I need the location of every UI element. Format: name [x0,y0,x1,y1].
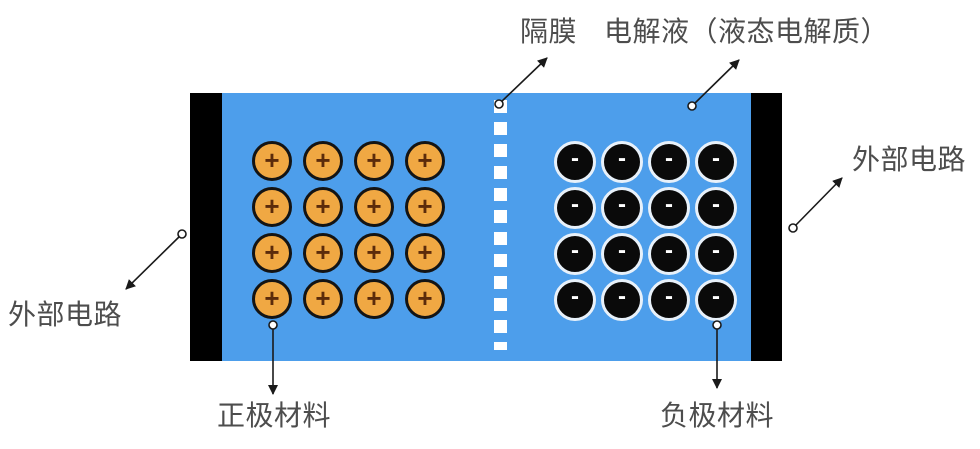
external-circuit-right-label: 外部电路 [852,144,967,175]
negative-ion: - [695,187,737,229]
negative-ion-symbol: - [665,237,673,264]
positive-ion-symbol: + [417,145,433,175]
positive-ion: + [303,187,343,227]
positive-ion: + [354,141,394,181]
positive-ion-symbol: + [264,191,280,221]
positive-ion-symbol: + [315,145,331,175]
negative-ion-symbol: - [618,237,626,264]
battery-cell: + + + + + + + + + + + + + + + + - - - - - - - - - - - - - - - - [190,93,782,361]
positive-ion-symbol: + [417,283,433,313]
negative-ion: - [648,233,690,275]
positive-ion: + [252,233,292,273]
positive-current-collector [190,93,222,361]
positive-ion: + [303,233,343,273]
external-circuit-right-arrow [788,177,843,233]
negative-ion-symbol: - [712,191,720,218]
positive-ion: + [405,187,445,227]
positive-material-label: 正极材料 [217,400,332,431]
negative-ion-symbol: - [712,283,720,310]
negative-ion-symbol: - [571,191,579,218]
negative-material-label: 负极材料 [660,400,775,431]
negative-ion-symbol: - [571,145,579,172]
external-circuit-left-label: 外部电路 [8,299,123,330]
negative-ion: - [601,187,643,229]
negative-ion: - [601,279,643,321]
positive-ion: + [354,233,394,273]
negative-ion: - [601,233,643,275]
positive-material-grid: + + + + + + + + + + + + + + + + [252,141,445,319]
negative-ion: - [695,233,737,275]
negative-ion-symbol: - [618,145,626,172]
negative-ion-symbol: - [712,237,720,264]
negative-ion: - [554,141,596,183]
electrolyte-label: 电解液（液态电解质） [604,16,890,47]
positive-ion-symbol: + [315,191,331,221]
negative-ion-symbol: - [665,145,673,172]
positive-ion-symbol: + [366,237,382,267]
positive-ion: + [354,187,394,227]
negative-ion-symbol: - [571,283,579,310]
separator-membrane [494,100,507,350]
positive-ion-symbol: + [264,237,280,267]
negative-ion: - [554,233,596,275]
positive-ion-symbol: + [315,283,331,313]
negative-ion: - [554,187,596,229]
negative-material-grid: - - - - - - - - - - - - - - - - [554,141,737,321]
separator-label: 隔膜 [520,16,578,47]
negative-ion-symbol: - [618,191,626,218]
negative-ion: - [554,279,596,321]
positive-ion-symbol: + [264,283,280,313]
positive-ion-symbol: + [417,237,433,267]
positive-ion-symbol: + [366,283,382,313]
negative-ion-symbol: - [571,237,579,264]
positive-ion-symbol: + [417,191,433,221]
positive-ion: + [405,141,445,181]
external-circuit-left-arrow [125,229,187,290]
negative-ion: - [601,141,643,183]
positive-ion: + [405,233,445,273]
positive-ion-symbol: + [264,145,280,175]
electrolyte-region: + + + + + + + + + + + + + + + + - - - - - - - - - - - - - - - - [222,93,751,361]
positive-ion-symbol: + [366,145,382,175]
negative-ion: - [648,279,690,321]
positive-ion: + [303,279,343,319]
positive-ion: + [252,187,292,227]
positive-ion-symbol: + [315,237,331,267]
negative-ion: - [648,141,690,183]
positive-ion-symbol: + [366,191,382,221]
negative-ion: - [695,141,737,183]
positive-ion: + [405,279,445,319]
positive-ion: + [252,141,292,181]
negative-ion-symbol: - [618,283,626,310]
positive-ion: + [354,279,394,319]
negative-ion: - [648,187,690,229]
positive-ion: + [252,279,292,319]
positive-ion: + [303,141,343,181]
negative-ion-symbol: - [665,283,673,310]
negative-ion-symbol: - [712,145,720,172]
negative-ion-symbol: - [665,191,673,218]
negative-current-collector [751,93,782,361]
negative-ion: - [695,279,737,321]
